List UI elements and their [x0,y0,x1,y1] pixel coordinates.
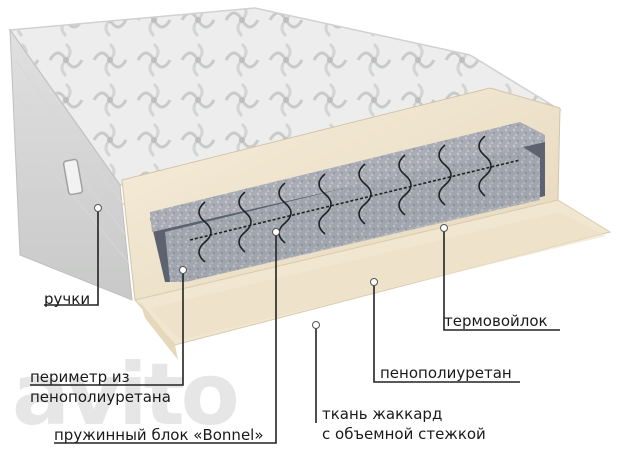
avito-watermark: avito [12,345,240,445]
label-jacquard-fabric: ткань жаккард с объемной стежкой [322,404,486,444]
label-handles: ручки [44,290,91,308]
label-polyurethane-foam: пенополиуретан [380,364,512,382]
label-foam-perimeter: периметр из пенополиуретана [30,367,171,407]
label-perimeter-line-1: периметр из [30,368,130,386]
label-fabric-line-2: с объемной стежкой [322,425,486,443]
label-spring-block: пружинный блок «Bonnel» [54,426,264,444]
label-perimeter-line-2: пенополиуретана [30,388,171,406]
label-fabric-line-1: ткань жаккард [322,405,443,423]
label-thermal-felt: термовойлок [444,312,548,330]
